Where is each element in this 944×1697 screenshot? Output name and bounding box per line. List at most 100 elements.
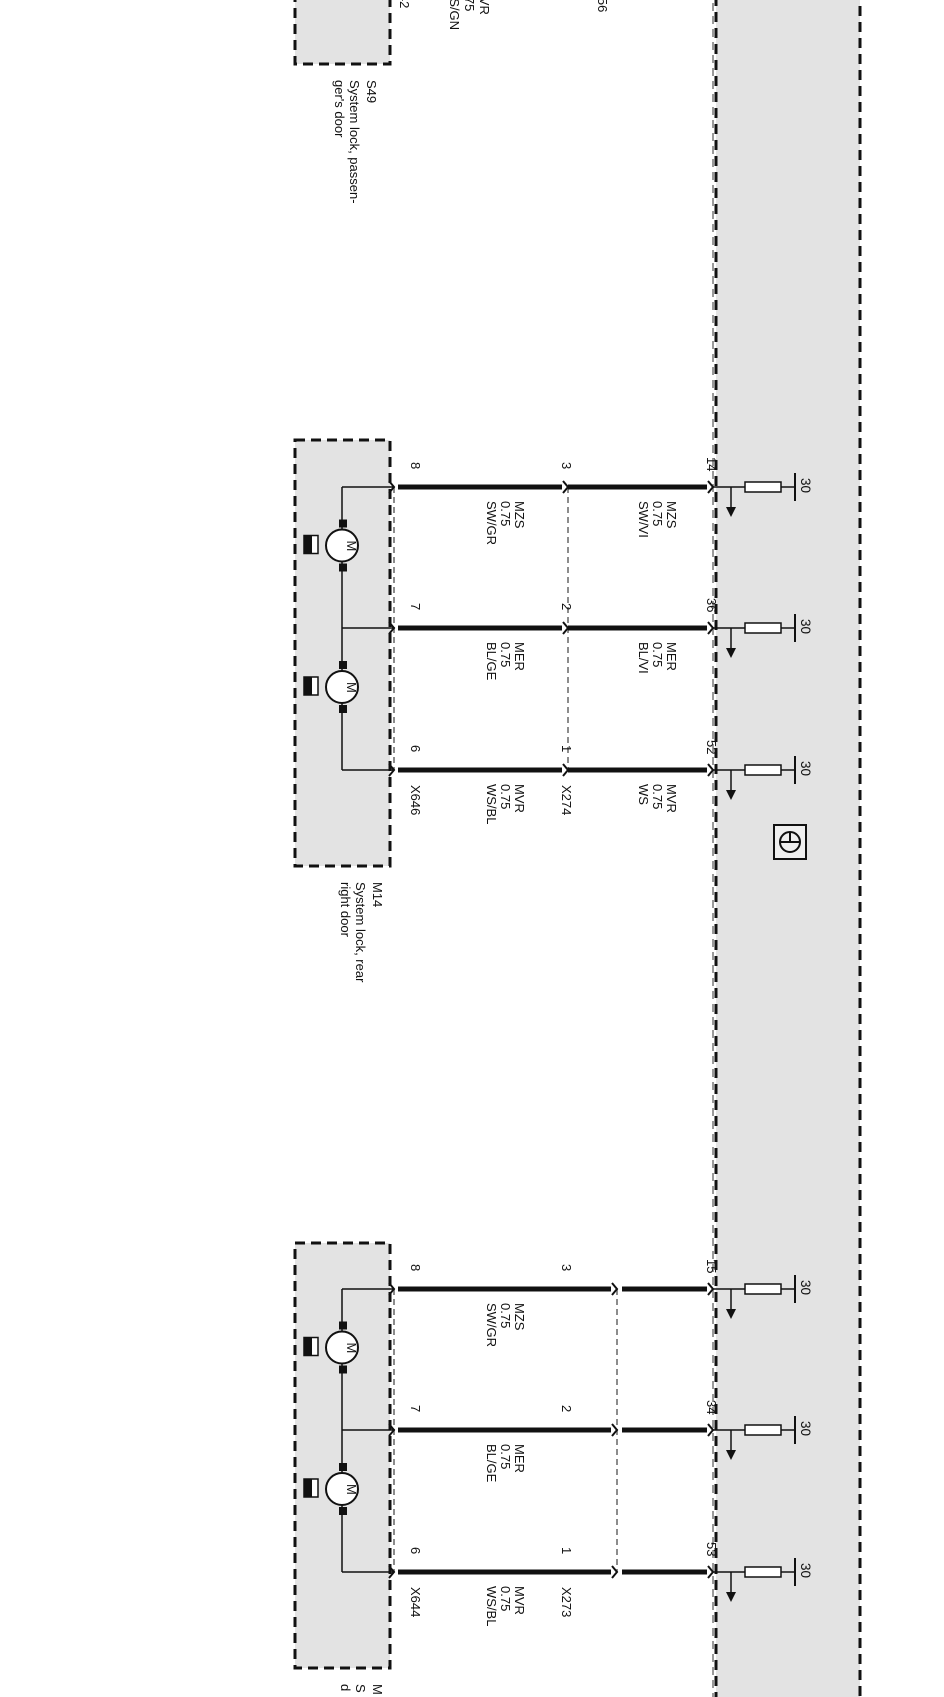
inline-pin-number: 2 [559,603,574,610]
motor-letter: M [344,541,359,552]
lower-wire-label-1: MVR [512,784,527,813]
lower-wire-label-2-group: 0.75 [498,1303,513,1328]
lower-wire-label-3-group: WS/BL [484,1586,499,1626]
ecu-resistor-icon [744,764,782,776]
s49-code: S49 [364,80,379,103]
supply-30-label-group: 30 [798,619,813,634]
module-pin-number-group: 53 [704,1542,719,1556]
inline-connector-label: X273 [559,1587,574,1617]
module-pin-number-group: 14 [704,457,719,471]
lower-wire-label-2: 0.75 [498,501,513,526]
upper-wire-label-3-group: SW/VI [636,501,651,538]
supply-30-label: 30 [798,1280,813,1295]
component-name-line-2-group: right door [338,882,353,938]
module-pin-number: 52 [704,740,719,754]
motor-icon: M [303,1463,359,1515]
upper-wire-label-3-group: BL/VI [636,642,651,674]
lower-wire-label-1: MVR [512,1586,527,1615]
lower-wire-label-2: 0.75 [498,1303,513,1328]
supply-30-label: 30 [798,478,813,493]
lower-wire-label-3-group: WS/BL [484,784,499,824]
component-code-group: M [370,1684,385,1695]
motor-letter: M [344,682,359,693]
lower-wire-label-3: WS/BL [484,784,499,824]
module-pin-number: 36 [704,598,719,612]
component-name-line-2: right door [338,882,353,938]
inline-pin-number-group: 2 [559,603,574,610]
upper-wire-label-2: 0.75 [650,642,665,667]
supply-30-label-group: 30 [798,761,813,776]
group-rear-left: 301538MZS0.75SW/GRM303427MER0.75BL/GEM30… [293,1241,813,1695]
motor-letter: M [344,1484,359,1495]
lower-wire-label-3: WS/BL [484,1586,499,1626]
upper-wire-label-2-group: 0.75 [650,642,665,667]
supply-30-label-group: 30 [798,1563,813,1578]
component-name-line-1-group: System lock, rear [353,882,368,983]
lower-wire-label-3-group: BL/GE [484,1444,499,1483]
component-pin-number: 7 [408,603,423,610]
lower-wire-label-2-group: 0.75 [498,642,513,667]
ecu-resistor-icon [744,481,782,493]
motor-circle [325,528,359,563]
ground-arrow-icon [726,1309,736,1319]
top-wire-label-3: WS/GN [447,0,462,30]
upper-wire-label-1: MER [664,642,679,671]
lower-wire-label-1: MZS [512,1303,527,1331]
inline-pin-number-group: 3 [559,462,574,469]
module-pin-number-group: 52 [704,740,719,754]
lower-wire-label-3: SW/GR [484,1303,499,1347]
supply-30-label-group: 30 [798,1280,813,1295]
inline-pin-number: 3 [559,1264,574,1271]
upper-wire-label-3: WS [636,784,651,805]
module-pin-number-group: 15 [704,1259,719,1273]
lower-wire-label-2-group: 0.75 [498,1586,513,1611]
top-wire-label-2: 0.75 [462,0,477,11]
lower-wire-label-1: MER [512,1444,527,1473]
motor-terminal [339,1321,347,1330]
inline-pin-number-group: 3 [559,1264,574,1271]
motor-icon: M [303,519,359,572]
lower-wire-label-3-group: SW/GR [484,1303,499,1347]
inline-pin-number-group: 1 [559,745,574,752]
motor-terminal [339,1365,347,1374]
module-pin-number: 34 [704,1400,719,1414]
upper-wire-label-3: BL/VI [636,642,651,674]
lower-wire-label-3-group: BL/GE [484,642,499,681]
component-pin-number: 6 [408,745,423,752]
lower-wire-label-1-group: MER [512,1444,527,1473]
upper-wire-label-1-group: MER [664,642,679,671]
component-pin-number-group: 6 [408,745,423,752]
top-connector-x742: X742 [397,0,412,8]
ground-arrow-icon [726,1592,736,1602]
inline-connector-label: X274 [559,785,574,815]
ground-arrow-icon [726,648,736,658]
upper-wire-label-1-group: MVR [664,784,679,813]
component-connector-label: X644 [408,1587,423,1617]
inline-pin-number: 3 [559,462,574,469]
lower-wire-label-1-group: MVR [512,784,527,813]
inline-pin-chevron [562,621,570,635]
component-name-line-1: S [353,1684,368,1693]
supply-30-label: 30 [798,1421,813,1436]
component-pin-number: 6 [408,1547,423,1554]
component-name-line-1: System lock, rear [353,882,368,983]
module-pin-number: 14 [704,457,719,471]
motor-terminal [339,661,347,669]
top-fragment: MVR 0.75 WS/GN X742 X256 S49 System lock… [293,0,610,204]
inline-connector-label-group: X273 [559,1587,574,1617]
ecu-resistor-icon [744,622,782,634]
inline-pin-chevron [611,1282,619,1296]
upper-wire-label-2: 0.75 [650,784,665,809]
component-connector-label: X646 [408,785,423,815]
component-pin-number: 8 [408,1264,423,1271]
ecu-resistor-icon [744,1283,782,1295]
module-pin-number: 15 [704,1259,719,1273]
motor-terminal [339,705,347,713]
lower-wire-label-2: 0.75 [498,1586,513,1611]
component-pin-number: 7 [408,1405,423,1412]
ground-arrow-icon [726,507,736,517]
